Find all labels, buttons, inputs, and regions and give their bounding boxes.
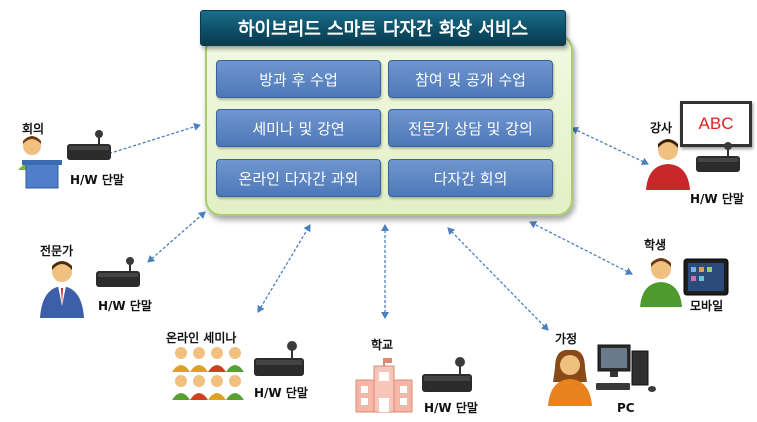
- online-seminar-group-icon: [172, 347, 244, 400]
- arrow-meeting: [94, 122, 201, 161]
- meeting-label: 회의: [22, 122, 45, 136]
- lecturer-person-icon: [646, 139, 690, 190]
- school-building-icon: [355, 358, 413, 413]
- service-open-class: 참여 및 공개 수업: [388, 60, 553, 98]
- home-device-label: PC: [617, 401, 635, 415]
- service-after-school-class: 방과 후 수업: [216, 60, 381, 98]
- expert-label: 전문가: [40, 244, 74, 258]
- arrow-expert: [147, 211, 206, 263]
- online-seminar-label: 온라인 세미나: [166, 331, 237, 345]
- home-label: 가정: [555, 332, 578, 346]
- school-device-label: H/W 단말: [424, 401, 478, 415]
- student-label: 학생: [644, 238, 667, 252]
- home-person-icon: [548, 349, 592, 406]
- student-device-label: 모바일: [690, 299, 724, 313]
- diagram-title: 하이브리드 스마트 다자간 화상 서비스: [200, 10, 566, 46]
- arrow-lecturer: [571, 126, 649, 166]
- mobile-tablet-icon: [683, 258, 729, 296]
- expert-person-icon: [40, 261, 84, 318]
- service-expert-consulting: 전문가 상담 및 강의: [388, 109, 553, 147]
- expert-terminal-icon: [96, 257, 140, 287]
- lecturer-terminal-icon: [696, 142, 740, 172]
- online-seminar-terminal-icon: [254, 341, 304, 376]
- service-seminar-lecture: 세미나 및 강연: [216, 109, 381, 147]
- service-panel: 방과 후 수업 참여 및 공개 수업 세미나 및 강연 전문가 상담 및 강의 …: [205, 34, 573, 216]
- school-terminal-icon: [422, 357, 472, 392]
- meeting-speaker-icon: [18, 136, 62, 189]
- service-group-meeting: 다자간 회의: [388, 159, 553, 197]
- lecturer-device-label: H/W 단말: [690, 192, 744, 206]
- service-online-tutoring: 온라인 다자간 과외: [216, 159, 381, 197]
- expert-device-label: H/W 단말: [98, 299, 152, 313]
- student-person-icon: [640, 258, 682, 307]
- online-seminar-device-label: H/W 단말: [254, 386, 308, 400]
- arrow-home: [447, 227, 549, 331]
- pc-icon: [596, 344, 656, 392]
- lecturer-label: 강사: [650, 121, 673, 135]
- arrow-student: [529, 221, 633, 275]
- meeting-terminal-icon: [67, 130, 111, 160]
- whiteboard: ABC: [680, 101, 752, 147]
- meeting-device-label: H/W 단말: [70, 173, 124, 187]
- school-label: 학교: [371, 338, 394, 352]
- arrow-online-seminar: [257, 224, 311, 313]
